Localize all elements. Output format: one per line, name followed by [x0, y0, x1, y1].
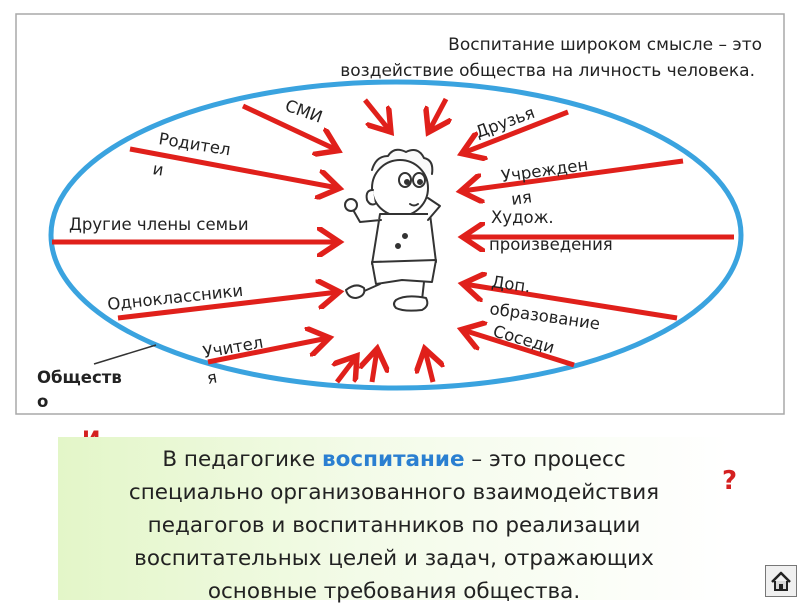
label-teachers-2: я [205, 368, 218, 388]
header-line-2: воздействие общества на личность человек… [340, 61, 755, 81]
arrow-teachers [207, 338, 328, 365]
definition-line-2: специально организованного взаимодействи… [128, 480, 660, 505]
society-ellipse [48, 79, 744, 391]
definition-box: В педагогике воспитание – это процесс сп… [58, 437, 730, 604]
arrow-edu [464, 284, 678, 321]
arrow-classmates [117, 292, 338, 321]
label-parents-2: и [151, 159, 165, 179]
definition-term: воспитание [322, 447, 465, 472]
label-society-2: о [37, 392, 48, 411]
home-icon [771, 571, 791, 591]
label-art-1: Худож. [491, 208, 554, 227]
arrow-smi [241, 103, 337, 150]
arrow-upper-right [429, 97, 446, 131]
arrow-lower-1 [337, 357, 356, 384]
arrow-institutions [462, 158, 684, 191]
label-institutions-2: ия [510, 187, 533, 209]
influence-arrows [52, 97, 734, 384]
child-figure-icon [344, 148, 441, 312]
question-mark: ? [722, 466, 738, 496]
arrow-lower-3 [425, 350, 433, 383]
definition-line-1: В педагогике воспитание – это процесс [162, 447, 626, 472]
label-society-1: Обществ [37, 368, 122, 387]
home-button[interactable] [765, 565, 797, 597]
label-art-2: произведения [489, 235, 613, 254]
definition-line-4: воспитательных целей и задач, отражающих [134, 546, 654, 571]
label-family: Другие члены семьи [69, 215, 249, 234]
definition-line-5: основные требования общества. [207, 579, 581, 604]
arrow-friends [463, 109, 569, 153]
arrow-upper-left [363, 98, 390, 131]
society-pointer [93, 344, 157, 365]
definition-line-3: педагогов и воспитанников по реализации [147, 513, 641, 538]
arrow-lower-2 [372, 350, 377, 383]
header-line-1: Воспитание широком смысле – это [448, 35, 762, 55]
arrow-neighbors [463, 330, 575, 368]
arrow-parents [129, 146, 338, 188]
